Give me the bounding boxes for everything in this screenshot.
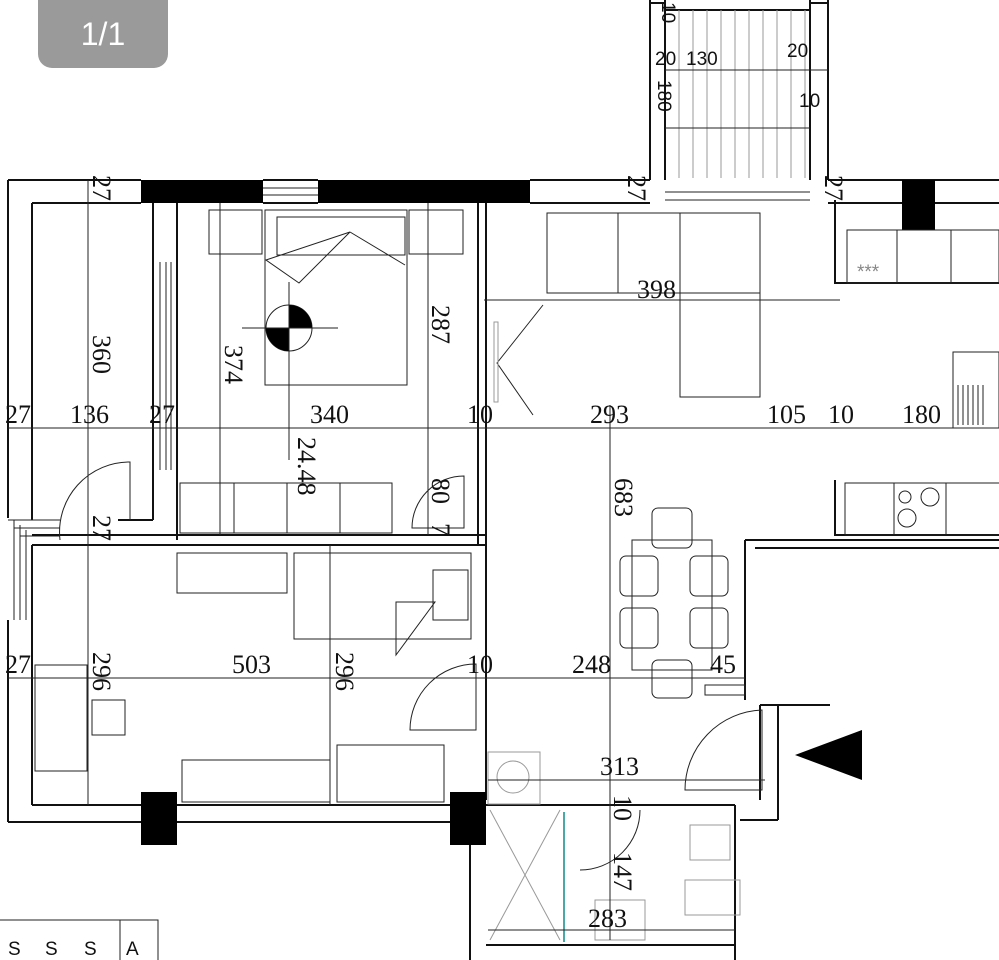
room-area-label: 24.48 [292, 437, 321, 496]
furniture [34, 209, 999, 942]
dim-label: 10 [608, 795, 637, 821]
dim-label: 313 [600, 752, 639, 781]
dim-label: 136 [70, 400, 109, 429]
legend-letter: S [8, 939, 21, 960]
dim-label: 283 [588, 904, 627, 933]
legend-letter: A [126, 939, 139, 960]
dim-label: 130 [686, 49, 718, 70]
dim-label: 27 [87, 515, 116, 541]
dim-label: 503 [232, 650, 271, 679]
legend-table: S S S A [0, 919, 159, 960]
page-indicator: 1/1 [38, 0, 168, 68]
walls [7, 179, 999, 960]
dim-label: 296 [330, 652, 359, 691]
dim-label: 10 [467, 650, 493, 679]
dim-label: 27 [5, 400, 31, 429]
dim-label: 45 [710, 650, 736, 679]
dimension-labels: 27 360 374 287 27 136 27 340 10 293 105 … [5, 2, 941, 933]
legend-letter: S [45, 939, 58, 960]
dim-label: 248 [572, 650, 611, 679]
dim-label: 27 [819, 175, 848, 201]
dim-label: 360 [87, 335, 116, 374]
dim-label: 80 [426, 478, 455, 504]
dim-label: 340 [310, 400, 349, 429]
dim-label: 683 [609, 478, 638, 517]
dim-label: 27 [87, 175, 116, 201]
dim-label: 10 [799, 91, 820, 112]
kitchen-label: *** [857, 262, 880, 283]
dim-label: 296 [87, 652, 116, 691]
dim-label: 10 [467, 400, 493, 429]
dim-label: 10 [828, 400, 854, 429]
entrance-arrow-icon [795, 730, 862, 780]
dim-label: 287 [426, 305, 455, 344]
dim-label: 7 [426, 523, 455, 536]
dim-label: 20 [787, 41, 808, 62]
dim-label: 27 [149, 400, 175, 429]
dimension-lines [8, 180, 999, 940]
dim-label: 20 [655, 49, 676, 70]
dim-label: 27 [5, 650, 31, 679]
dim-label: 398 [637, 275, 676, 304]
dim-label: 293 [590, 400, 629, 429]
dim-label: 374 [219, 345, 248, 384]
dim-label: 27 [622, 175, 651, 201]
balcony [649, 0, 829, 201]
dim-label: 10 [657, 2, 678, 23]
dim-label: 147 [608, 852, 637, 891]
legend-letter: S [84, 939, 97, 960]
dim-label: 180 [653, 80, 674, 112]
dim-label: 105 [767, 400, 806, 429]
dim-label: 180 [902, 400, 941, 429]
